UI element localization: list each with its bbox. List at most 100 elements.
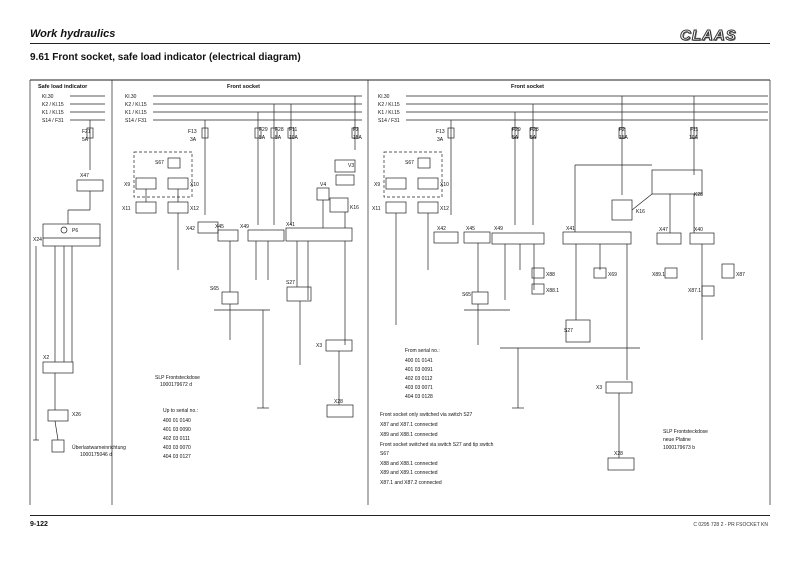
- component-label: K16: [636, 209, 645, 215]
- fuse-rating: 5A: [275, 135, 282, 141]
- component-label: X87: [736, 272, 745, 278]
- supply-label: Kl.30: [42, 94, 54, 100]
- component-label: X24: [33, 237, 42, 243]
- serial-number: 404 03 0127: [163, 454, 191, 460]
- component-label: X10: [440, 182, 449, 188]
- component-label: X42: [186, 226, 195, 232]
- section-title: Work hydraulics: [30, 28, 116, 40]
- component-label: X3: [596, 385, 602, 391]
- page-number: 9-122: [30, 521, 48, 528]
- fuse-label: F29: [512, 127, 521, 133]
- switch-note: X87 and X87.1 connected: [380, 422, 438, 428]
- fuse-label: F28: [530, 127, 539, 133]
- component-label: X41: [566, 226, 575, 232]
- switch-note: Front socket only switched via switch S2…: [380, 412, 472, 418]
- fuse-label: F2: [353, 127, 359, 133]
- component-label: X40: [694, 227, 703, 233]
- fuse-rating: 3A: [190, 137, 197, 143]
- fuse-rating: 5A: [259, 135, 266, 141]
- component-label: P6: [72, 228, 78, 234]
- note-slp-right: neue Platine: [663, 437, 691, 443]
- fuse-rating: 15A: [619, 135, 629, 141]
- fuse-rating: 3A: [437, 137, 444, 143]
- component-label: X11: [372, 206, 381, 212]
- fuse-rating: 5A: [530, 135, 537, 141]
- note-overload: Überlastwarneinrichtung: [72, 444, 126, 451]
- supply-label: K2 / Kl.15: [378, 102, 400, 108]
- component-label: X9: [374, 182, 380, 188]
- fuse-label: F2: [619, 127, 625, 133]
- component-label: X47: [659, 227, 668, 233]
- component-label: X87.1: [688, 288, 701, 294]
- serial-heading-right: From serial no.:: [405, 348, 440, 354]
- serial-number: 402 03 0112: [405, 376, 433, 382]
- supply-label: Kl.30: [125, 94, 137, 100]
- fuse-rating: 5A: [82, 137, 89, 143]
- component-label: X88: [546, 272, 555, 278]
- component-label: S67: [405, 160, 414, 166]
- component-label: S67: [155, 160, 164, 166]
- supply-label: K2 / Kl.15: [125, 102, 147, 108]
- note-slp-left: 1000179672 d: [160, 382, 192, 388]
- serial-number: 400 01 0140: [163, 418, 191, 424]
- fuse-label: F29: [259, 127, 268, 133]
- group-heading-front-socket-b: Front socket: [511, 84, 544, 90]
- supply-label: S14 / F31: [378, 118, 400, 124]
- note-slp-right: SLP Frontsteckdose: [663, 429, 708, 435]
- fuse-rating: 15A: [353, 135, 363, 141]
- component-label: X28: [614, 451, 623, 457]
- component-label: S65: [462, 292, 471, 298]
- document-code: C 0295 728 2 - PR FSOCKET KN: [693, 522, 768, 528]
- fuse-label: F13: [188, 129, 197, 135]
- component-label: X3: [316, 343, 322, 349]
- component-label: X89.1: [652, 272, 665, 278]
- supply-label: K1 / Kl.15: [42, 110, 64, 116]
- component-label: S65: [210, 286, 219, 292]
- component-label: X47: [80, 173, 89, 179]
- component-label: V3: [348, 163, 354, 169]
- component-label: X49: [240, 224, 249, 230]
- switch-note: S67: [380, 451, 389, 457]
- serial-number: 401 03 0090: [163, 427, 191, 433]
- component-label: X45: [215, 224, 224, 230]
- component-label: X88.1: [546, 288, 559, 294]
- serial-number: 401 03 0091: [405, 367, 433, 373]
- switch-note: X88 and X88.1 connected: [380, 461, 438, 467]
- component-label: X10: [190, 182, 199, 188]
- switch-note: X87.1 and X87.2 connected: [380, 480, 442, 486]
- header-rule: [30, 43, 770, 44]
- component-label: X41: [286, 222, 295, 228]
- component-label: X26: [72, 412, 81, 418]
- switch-note: Front socket switched via switch S27 and…: [380, 442, 494, 448]
- supply-label: K2 / Kl.15: [42, 102, 64, 108]
- diagram-title: 9.61 Front socket, safe load indicator (…: [30, 52, 301, 63]
- fuse-label: F28: [275, 127, 284, 133]
- note-slp-left: SLP Frontsteckdose: [155, 375, 200, 381]
- serial-number: 403 03 0070: [163, 445, 191, 451]
- component-label: X12: [440, 206, 449, 212]
- fuse-label: F21: [82, 129, 91, 135]
- component-label: X2: [43, 355, 49, 361]
- serial-heading-left: Up to serial no.:: [163, 408, 198, 414]
- component-label: S27: [564, 328, 573, 334]
- component-label: K28: [694, 192, 703, 198]
- serial-number: 402 03 0111: [163, 436, 190, 442]
- group-heading-front-socket-a: Front socket: [227, 84, 260, 90]
- component-label: X28: [334, 399, 343, 405]
- component-label: S27: [286, 280, 295, 286]
- fuse-label: F13: [436, 129, 445, 135]
- serial-number: 400 01 0141: [405, 358, 433, 364]
- fuse-rating: 10A: [289, 135, 299, 141]
- component-label: X49: [494, 226, 503, 232]
- fuse-label: F11: [289, 127, 297, 133]
- note-overload: 1000175046 d: [80, 452, 112, 458]
- supply-label: S14 / F31: [125, 118, 147, 124]
- switch-note: X89 and X89.1 connected: [380, 470, 438, 476]
- component-label: X12: [190, 206, 199, 212]
- serial-number: 404 03 0128: [405, 394, 433, 400]
- fuse-label: F11: [690, 127, 698, 133]
- supply-label: Kl.30: [378, 94, 390, 100]
- supply-label: K1 / Kl.15: [125, 110, 147, 116]
- component-label: X42: [437, 226, 446, 232]
- note-slp-right: 1000179673 b: [663, 445, 695, 451]
